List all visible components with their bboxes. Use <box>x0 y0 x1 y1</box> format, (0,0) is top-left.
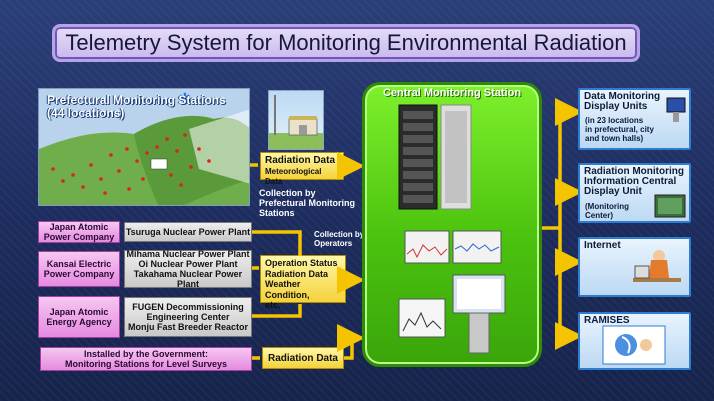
internet-title: Internet <box>584 240 621 251</box>
svg-text:✱: ✱ <box>179 90 191 106</box>
collection-prefectural-text: Collection by Prefectural Monitoring Sta… <box>259 188 355 218</box>
map-illustration: ✱ <box>39 90 249 205</box>
map-title-line2: (44 locations) <box>47 106 125 120</box>
collection-operators-line1: Collection by <box>314 230 365 239</box>
monitoring-station-icon <box>269 95 323 149</box>
central-station-title: Central Monitoring Station <box>382 87 522 99</box>
radiation-data-text: Radiation Data <box>265 155 336 166</box>
monitoring-station-photo <box>268 90 324 150</box>
plant-line: Oi Nuclear Power Plant <box>138 259 238 269</box>
map-title-line1: Prefectural Monitoring Stations <box>47 93 226 107</box>
operation-status-label: Operation Status Radiation Data Weather … <box>260 255 346 310</box>
display-units-title1: Data Monitoring <box>584 91 661 102</box>
ramises-title: RAMISES <box>584 315 630 326</box>
map-title: Prefectural Monitoring Stations(44 locat… <box>47 94 226 120</box>
collection-prefectural-line2: Prefectural Monitoring <box>259 198 356 208</box>
info-central-title1: Radiation Monitoring <box>584 166 684 177</box>
meteorological-data-text: Meteorological Data <box>265 167 322 186</box>
org-line1: Japan Atomic <box>49 222 109 232</box>
collection-prefectural-line3: Stations <box>259 208 295 218</box>
internet-box: Internet <box>578 237 691 297</box>
radiation-data-label: Radiation Data <box>262 347 344 369</box>
info-central-sub1: (Monitoring <box>585 202 629 211</box>
radiation-data-arrow <box>337 324 365 360</box>
plant-jaea-group: FUGEN Decommissioning Engineering Center… <box>124 297 252 337</box>
display-units-title2: Display Units <box>584 101 648 112</box>
info-central-title3: Display Unit <box>584 186 642 197</box>
plant-line: Takahama Nuclear Power Plant <box>133 269 243 289</box>
display-units-sub3: and town halls) <box>585 134 644 143</box>
tsuruga-connector <box>252 230 302 256</box>
central-display-icon <box>654 194 686 218</box>
plant-kansai-group: Mihama Nuclear Power Plant Oi Nuclear Po… <box>124 249 252 289</box>
display-units-sub1: (in 23 locations <box>585 116 644 125</box>
plant-tsuruga: Tsuruga Nuclear Power Plant <box>124 222 252 242</box>
plant-line: Tsuruga Nuclear Power Plant <box>125 227 251 237</box>
operation-status-line4: etc. <box>265 300 281 310</box>
collection-prefectural-line1: Collection by <box>259 188 316 198</box>
radiation-meteorological-label: Radiation Data Meteorological Data <box>260 152 344 186</box>
government-line2: Monitoring Stations for Level Surveys <box>64 359 228 369</box>
ramises-screen-icon <box>602 325 666 365</box>
operation-status-line3: Weather Condition, <box>265 279 310 300</box>
display-units-sub2: in prefectural, city <box>585 125 654 134</box>
prefecture-map: ✱ Prefectural Monitoring Stations(44 loc… <box>38 88 250 206</box>
operation-status-line1: Operation Status <box>265 258 338 268</box>
radiation-data-label-text: Radiation Data <box>267 352 338 364</box>
org-line2: Power Company <box>43 269 115 279</box>
plant-line: Monju Fast Breeder Reactor <box>127 322 249 332</box>
collection-operators-line2: Operators <box>314 239 353 248</box>
info-central-title2: Information Central <box>584 176 677 187</box>
info-central-sub2: Center) <box>585 211 614 220</box>
plant-line: Engineering Center <box>146 312 230 322</box>
central-monitoring-station: Central Monitoring Station <box>362 82 542 367</box>
government-line1: Installed by the Government: <box>83 349 209 359</box>
org-line2: Energy Agency <box>46 317 112 327</box>
org-line2: Power Company <box>43 232 115 242</box>
ramises-box: RAMISES <box>578 312 691 370</box>
org-line1: Japan Atomic <box>49 307 109 317</box>
operation-status-line2: Radiation Data <box>265 268 329 279</box>
plant-line: FUGEN Decommissioning <box>132 302 244 312</box>
collection-operators-text: Collection by Operators <box>314 230 364 248</box>
plant-line: Mihama Nuclear Power Plant <box>126 249 250 259</box>
central-equipment-illustration <box>398 104 506 354</box>
org-line1: Kansai Electric <box>46 259 112 269</box>
government-stations-box: Installed by the Government:Monitoring S… <box>40 347 252 371</box>
display-unit-icon <box>666 97 686 122</box>
internet-user-icon <box>633 250 681 282</box>
page-title: Telemetry System for Monitoring Environm… <box>52 24 640 62</box>
